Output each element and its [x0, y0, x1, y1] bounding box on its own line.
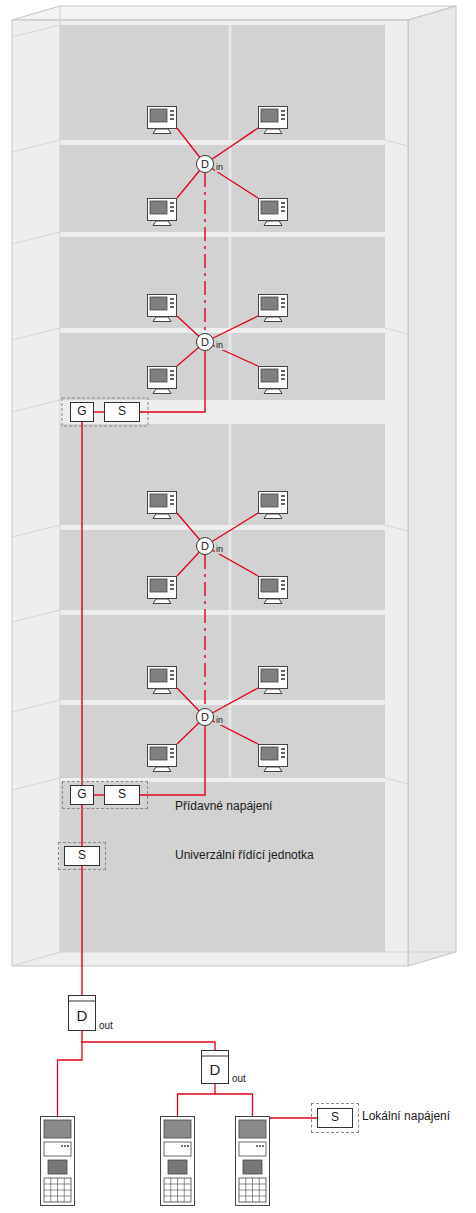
distributor-circle: Din: [196, 155, 214, 173]
device-letter: S: [78, 849, 86, 863]
device-letter: S: [331, 1111, 339, 1125]
subscript-label: out: [231, 1074, 247, 1084]
device-letter: D: [201, 336, 209, 349]
device-letter: D: [201, 711, 209, 724]
wire-connector: [81, 422, 82, 785]
wire-connector: [204, 555, 205, 708]
distributor-box: Dout: [68, 995, 96, 1031]
device-letter: D: [201, 158, 209, 171]
distributor-box: Dout: [201, 1050, 229, 1084]
subscript-label: in: [215, 716, 224, 725]
device-letter: G: [77, 788, 86, 802]
wire-connector: [81, 805, 82, 846]
device-letter: D: [210, 1056, 221, 1078]
wire-connector: [140, 351, 205, 412]
wire-connector: [204, 173, 205, 333]
distributor-circle: Din: [196, 708, 214, 726]
subscript-label: in: [215, 341, 224, 350]
wire-connector: [82, 1031, 215, 1050]
device-box: G: [70, 785, 94, 805]
subscript-label: in: [215, 163, 224, 172]
device-letter: D: [201, 540, 209, 553]
device-box: G: [70, 402, 94, 422]
device-letter: S: [118, 788, 126, 802]
wire-connector: [94, 794, 104, 795]
group-label: Univerzální řídící jednotka: [175, 849, 314, 863]
group-label: Přídavné napájení: [175, 800, 272, 814]
dashed-group: Lokální napájeníS: [311, 1103, 359, 1133]
subscript-label: out: [98, 1021, 114, 1031]
dashed-group: Přídavné napájeníGS: [62, 781, 148, 809]
subscript-label: in: [215, 545, 224, 554]
device-letter: D: [77, 1002, 88, 1024]
wire-connector: [94, 411, 104, 412]
device-box: S: [104, 402, 140, 422]
device-letter: G: [77, 405, 86, 419]
group-label: Lokální napájení: [362, 1110, 450, 1124]
device-box: S: [104, 785, 140, 805]
wire-connector: [140, 726, 205, 795]
distributor-circle: Din: [196, 537, 214, 555]
dashed-group: Univerzální řídící jednotkaS: [58, 842, 106, 870]
distributor-circle: Din: [196, 333, 214, 351]
device-box: S: [64, 846, 100, 866]
wire-connector: [81, 866, 82, 995]
device-letter: S: [118, 405, 126, 419]
device-box: S: [317, 1108, 353, 1128]
